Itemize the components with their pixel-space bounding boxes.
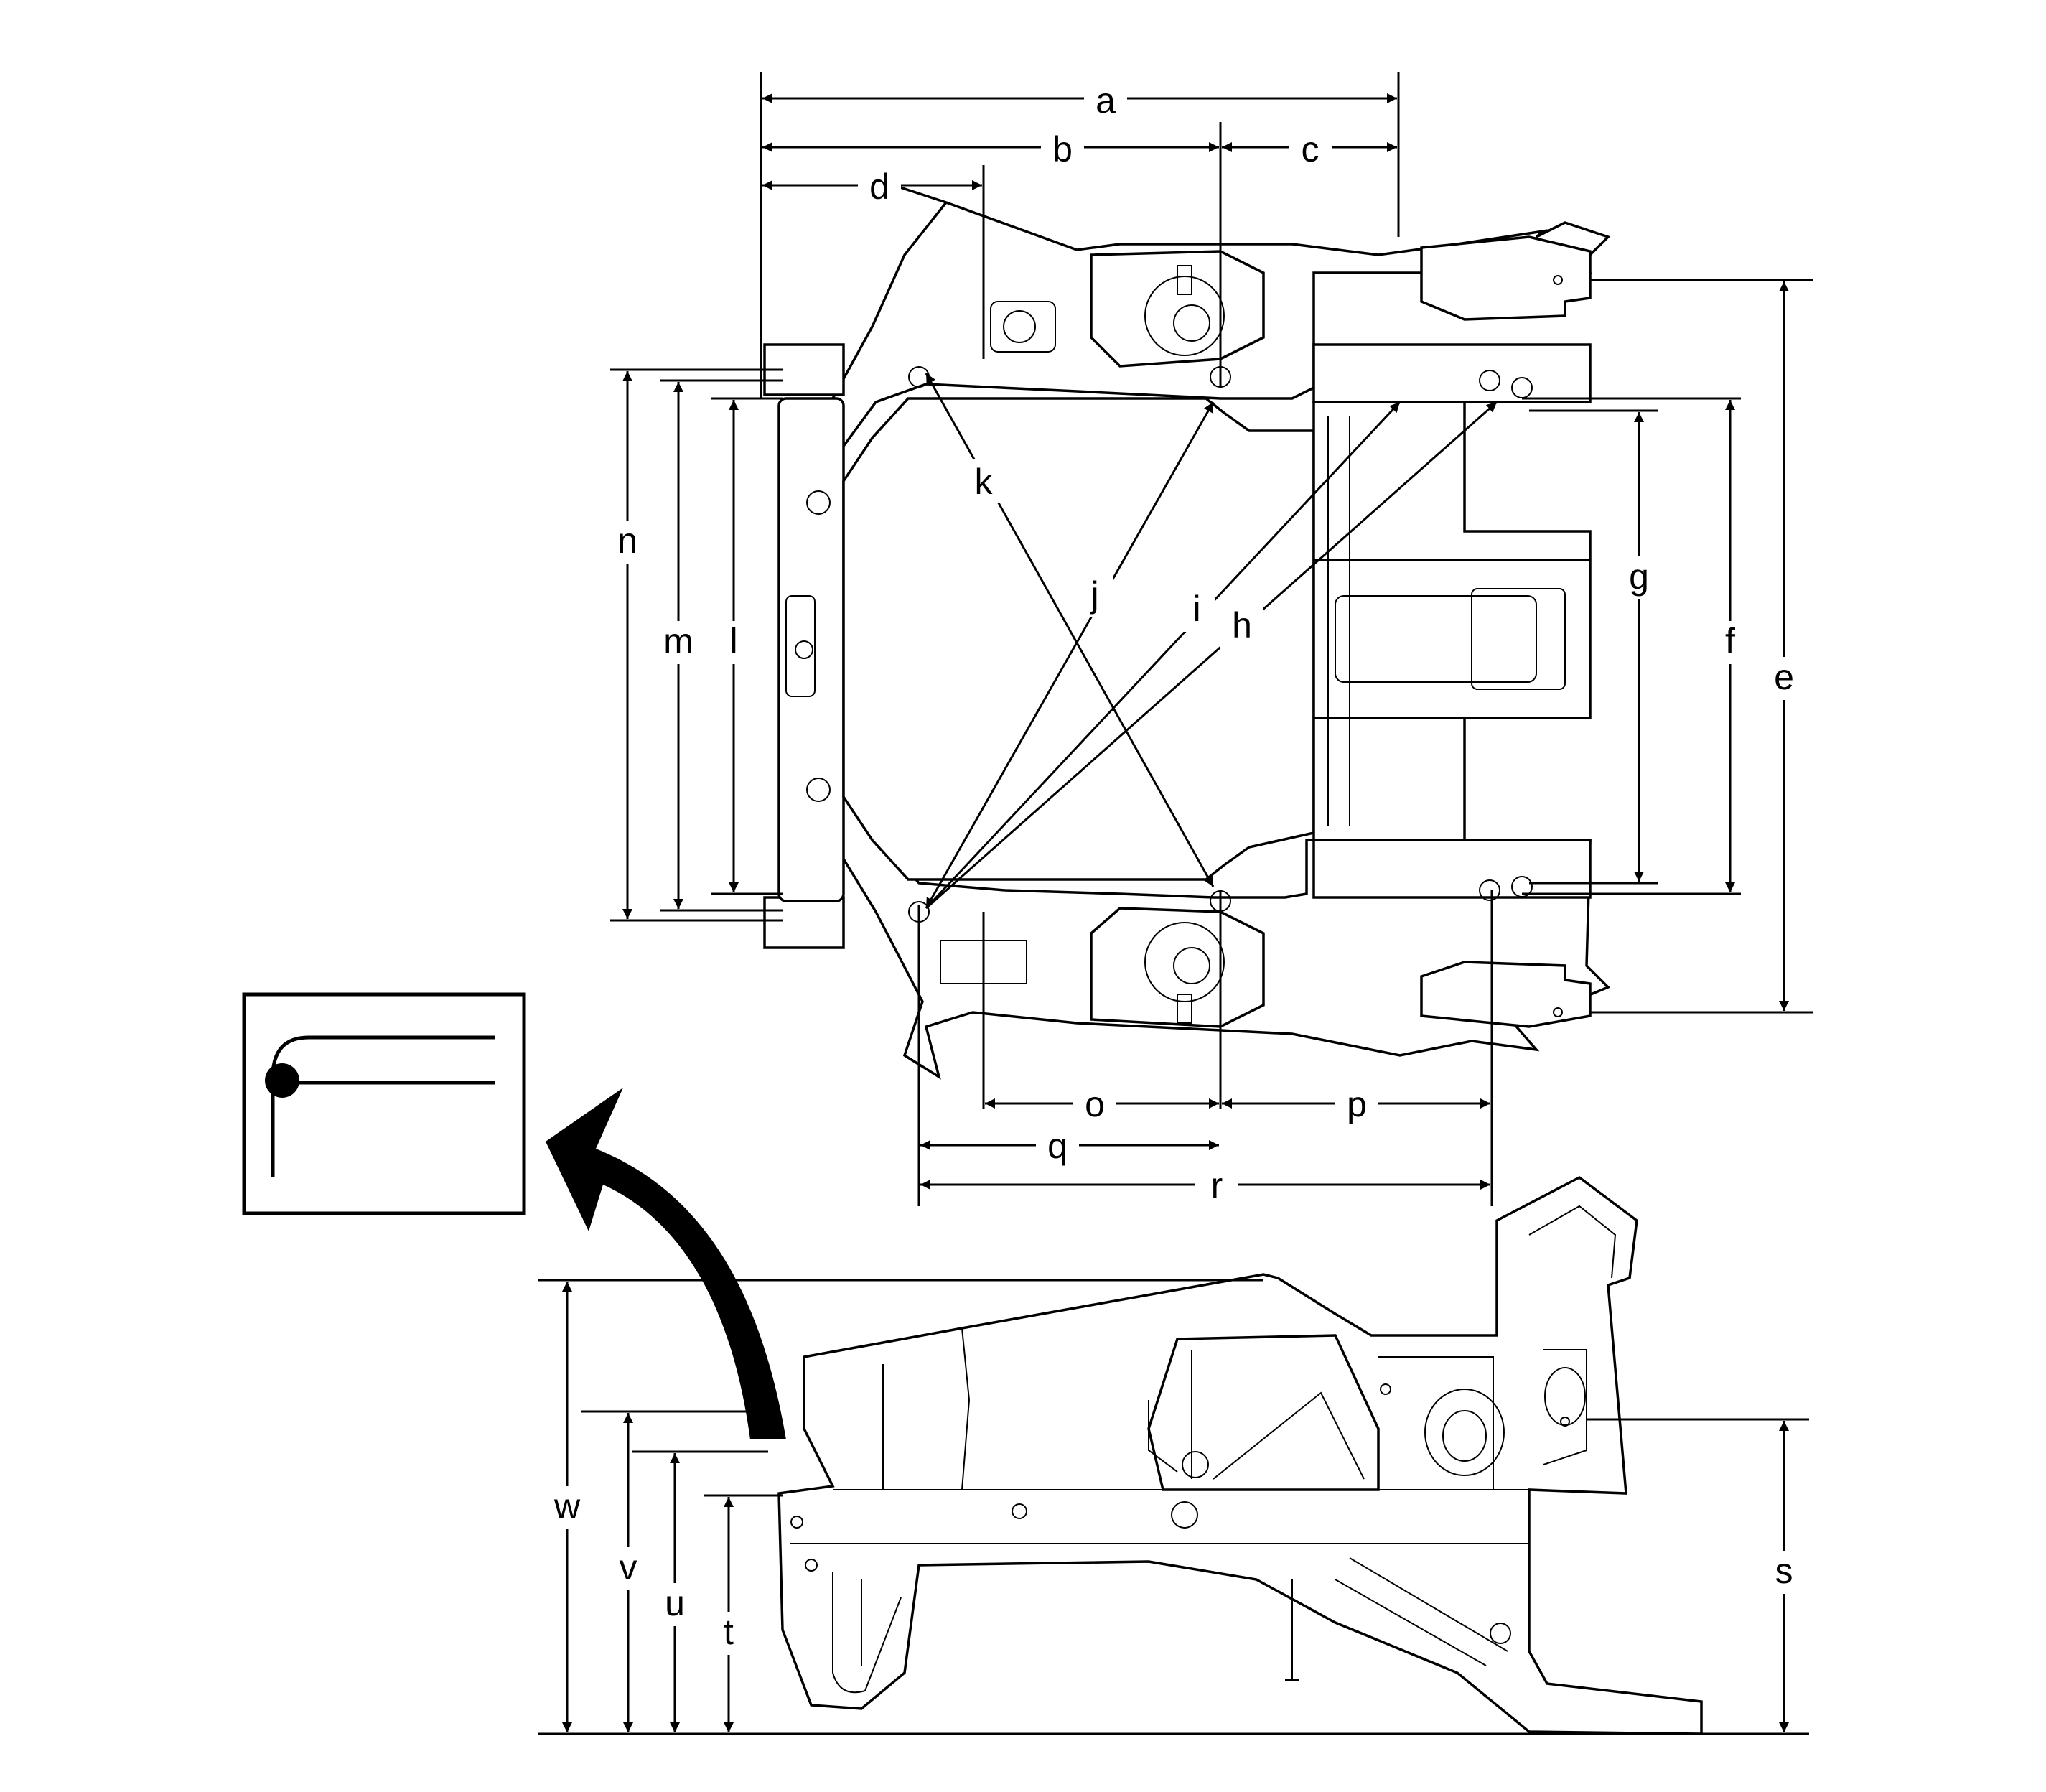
top-view-rear-corner-upper <box>1420 235 1592 321</box>
label-b: b <box>1052 129 1073 169</box>
label-t: t <box>724 1612 734 1652</box>
label-h: h <box>1232 605 1252 645</box>
label-u: u <box>665 1583 685 1623</box>
label-d: d <box>869 167 889 207</box>
top-view-dimensions: a b c d e f g n m l o p <box>606 79 1806 1205</box>
top-view-left-crossmember <box>777 397 845 902</box>
top-view-right-rail-top <box>1312 343 1592 403</box>
top-view-spare-tire-well <box>1335 595 1537 683</box>
label-c: c <box>1302 129 1319 169</box>
label-o: o <box>1085 1084 1105 1124</box>
label-g: g <box>1629 556 1649 597</box>
dim-j <box>925 401 1215 909</box>
label-i: i <box>1192 589 1200 629</box>
label-s: s <box>1775 1551 1793 1591</box>
label-r: r <box>1211 1165 1223 1205</box>
label-n: n <box>617 521 637 561</box>
top-view-rear-floor <box>1312 401 1592 841</box>
side-view-extension-lines <box>538 1279 1809 1735</box>
label-q: q <box>1047 1126 1068 1166</box>
dim-i <box>925 401 1401 910</box>
dim-h <box>925 401 1498 910</box>
side-view-dimensions: w v u t s <box>546 1282 1806 1732</box>
label-a: a <box>1096 80 1116 121</box>
label-l: l <box>729 621 737 661</box>
label-k: k <box>975 462 994 502</box>
measurement-point-icon <box>265 1063 299 1098</box>
curved-arrow-icon <box>546 1088 786 1439</box>
top-view-left-rail-lower <box>763 896 845 949</box>
label-j: j <box>1089 574 1098 615</box>
diagonal-dimensions: k j i h <box>925 373 1498 910</box>
label-m: m <box>663 621 693 661</box>
label-e: e <box>1774 657 1794 697</box>
side-view <box>777 1175 1703 1735</box>
top-view-right-rail-bottom <box>1312 839 1592 899</box>
label-p: p <box>1347 1084 1367 1124</box>
label-v: v <box>620 1547 637 1587</box>
label-f: f <box>1725 621 1735 661</box>
top-view-rear-corner-lower <box>1420 961 1592 1028</box>
measurement-point-legend <box>242 992 526 1215</box>
top-view-floor-pan <box>1471 588 1566 690</box>
label-w: w <box>553 1486 581 1526</box>
top-view-extension-lines <box>610 72 1813 1206</box>
